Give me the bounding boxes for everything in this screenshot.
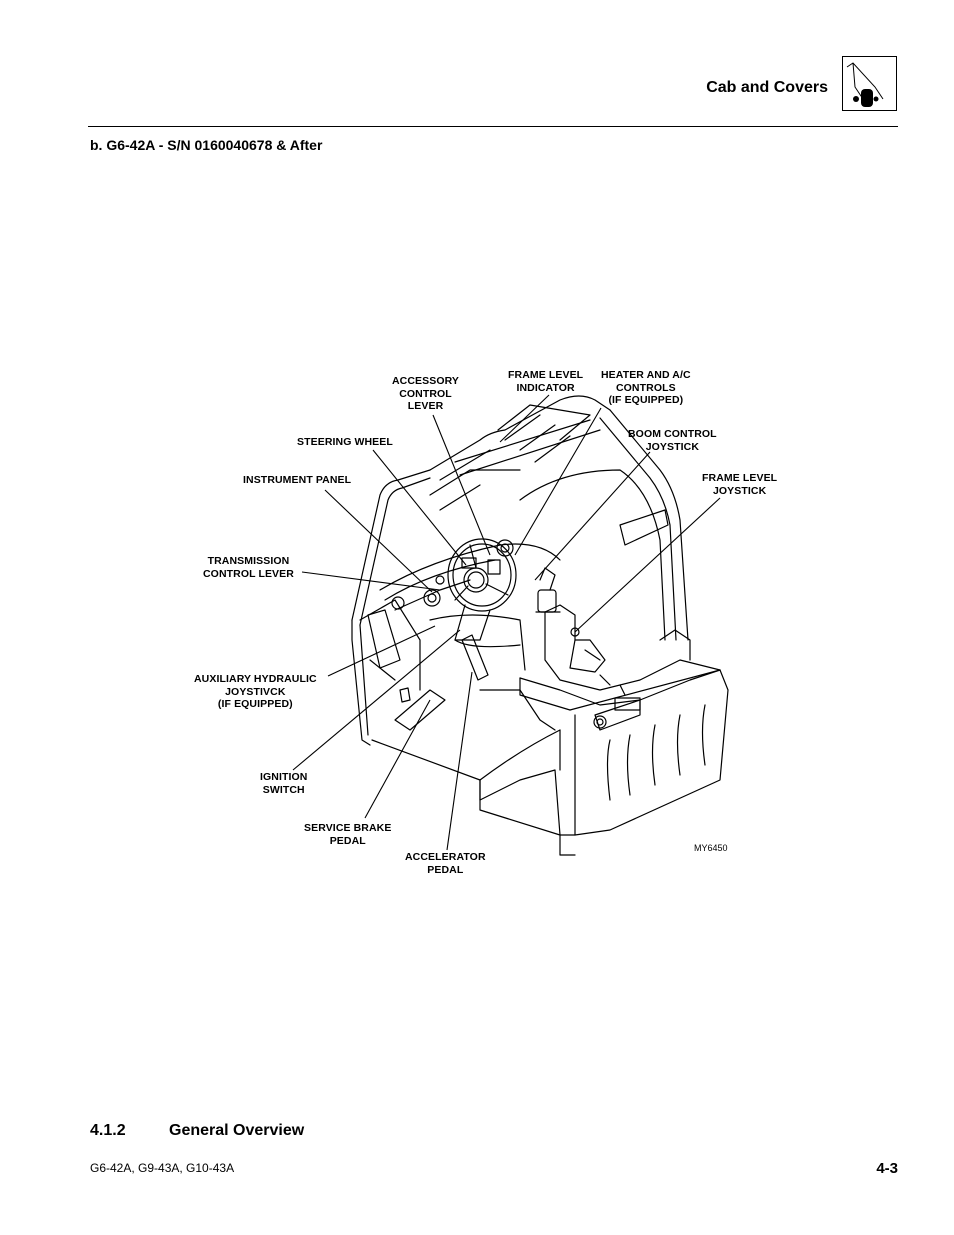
section-number: 4.1.2 xyxy=(90,1122,126,1139)
callout-instrument-panel: INSTRUMENT PANEL xyxy=(243,474,352,486)
chapter-title: Cab and Covers xyxy=(706,79,828,96)
callout-service-brake-pedal: SERVICE BRAKE PEDAL xyxy=(304,822,392,847)
callout-boom-control-joystick: BOOM CONTROL JOYSTICK xyxy=(628,428,717,453)
callout-heater-ac-controls: HEATER AND A/C CONTROLS (IF EQUIPPED) xyxy=(601,369,691,406)
callout-transmission-control-lever: TRANSMISSION CONTROL LEVER xyxy=(203,555,294,580)
callout-accessory-control-lever: ACCESSORY CONTROL LEVER xyxy=(392,375,460,412)
callout-steering-wheel: STEERING WHEEL xyxy=(297,436,393,448)
figure-id: MY6450 xyxy=(694,843,728,853)
callout-accelerator-pedal: ACCELERATOR PEDAL xyxy=(405,851,486,876)
telehandler-cab-icon xyxy=(842,56,897,111)
page-number: 4-3 xyxy=(876,1160,898,1177)
footer-models: G6-42A, G9-43A, G10-43A xyxy=(90,1161,235,1175)
section-heading: 4.1.2 General Overview xyxy=(90,1122,304,1140)
subsection-heading: b. G6-42A - S/N 0160040678 & After xyxy=(90,137,323,153)
header-rule xyxy=(88,126,898,127)
callout-frame-level-joystick: FRAME LEVEL JOYSTICK xyxy=(702,472,778,497)
callout-auxiliary-hydraulic-joystick: AUXILIARY HYDRAULIC JOYSTIVCK (IF EQUIPP… xyxy=(194,673,317,710)
callout-ignition-switch: IGNITION SWITCH xyxy=(260,771,308,796)
section-title: General Overview xyxy=(169,1122,305,1139)
callout-frame-level-indicator: FRAME LEVEL INDICATOR xyxy=(508,369,584,394)
